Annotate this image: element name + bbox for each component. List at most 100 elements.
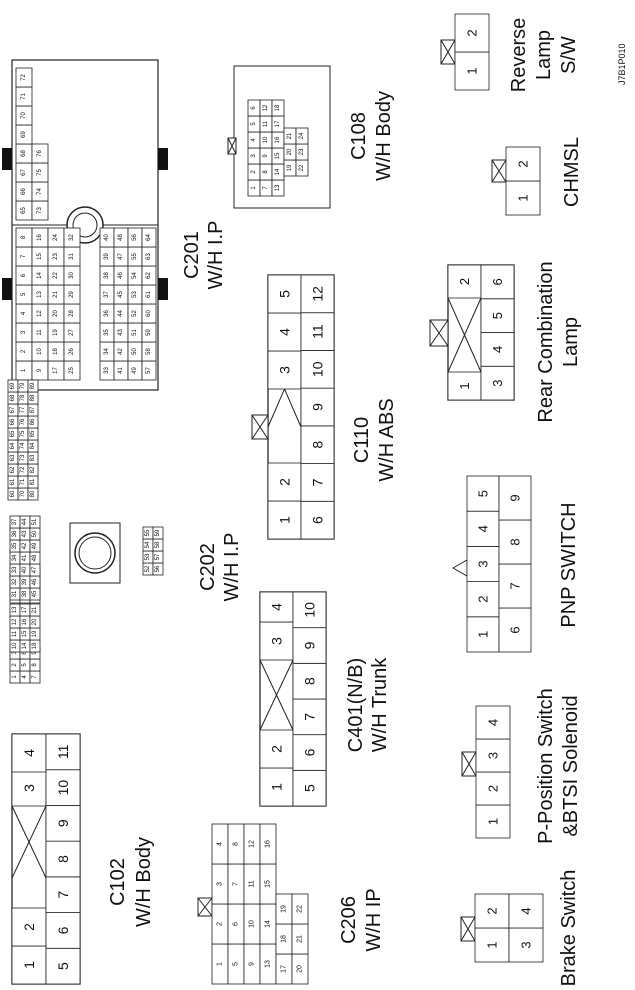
c202-pin: 12 <box>12 618 18 625</box>
pnp-pin: 3 <box>476 560 491 567</box>
c202-pin: 83 <box>30 454 36 461</box>
c202-pin: 9 <box>32 651 38 655</box>
c201-pin: 67 <box>21 169 27 176</box>
rcl-pin: 5 <box>490 312 505 319</box>
c202-pin: 55 <box>145 529 151 536</box>
c206-pin: 21 <box>297 935 304 943</box>
c110-pin: 9 <box>310 403 326 411</box>
c102-pin: 4 <box>21 749 37 757</box>
c201-pin: 8 <box>21 235 27 239</box>
pnp-pin: 7 <box>508 582 523 589</box>
c201-pin: 73 <box>37 207 43 214</box>
c102-pin: 3 <box>21 784 37 792</box>
c108-pin: 17 <box>275 120 281 127</box>
c206-pin: 1 <box>217 962 224 966</box>
c401-pin: 6 <box>302 748 318 756</box>
c108-pin: 24 <box>299 132 305 139</box>
reverse-lamp-pin: 2 <box>465 29 480 36</box>
chmsl-pin: 2 <box>516 160 531 167</box>
c102-pin: 2 <box>21 923 37 931</box>
c202-pin: 47 <box>32 566 38 573</box>
c206-pin: 9 <box>249 962 256 966</box>
c201-pin: 22 <box>53 272 59 279</box>
c202-pin: 57 <box>155 553 161 560</box>
reverse-lamp-line2: Lamp <box>533 30 555 80</box>
c206-pin: 5 <box>233 962 240 966</box>
c102-pin: 7 <box>55 891 71 899</box>
c202-pin: 35 <box>12 542 18 549</box>
c202-pin: 78 <box>20 394 26 401</box>
c202-pin: 40 <box>22 566 28 573</box>
c202-pin: 37 <box>12 518 18 525</box>
brake-pin: 3 <box>519 941 534 948</box>
c108-pin: 22 <box>299 164 305 171</box>
c201-pin: 55 <box>132 253 138 260</box>
c206-pin: 22 <box>297 905 304 913</box>
pnp-switch-label: PNP SWITCH <box>558 502 580 627</box>
rcl-pin: 2 <box>457 278 472 285</box>
c201-pin: 40 <box>104 234 110 241</box>
c108-pin: 1 <box>251 186 257 190</box>
c202-pin: 44 <box>22 518 28 525</box>
c201-pin: 51 <box>132 329 138 336</box>
c201-pin: 45 <box>118 291 124 298</box>
c108-pin: 23 <box>299 148 305 155</box>
c202-pin: 36 <box>12 530 18 537</box>
c202-pin: 7 <box>32 675 38 679</box>
c202-pin: 71 <box>20 478 26 485</box>
c401-pin: 10 <box>302 602 318 618</box>
c201-pin: 72 <box>21 74 27 81</box>
c201-pin: 46 <box>118 272 124 279</box>
c201-pin: 70 <box>21 112 27 119</box>
c201-pin: 29 <box>69 291 75 298</box>
c202-pin: 75 <box>20 430 26 437</box>
c202-pin: 34 <box>12 554 18 561</box>
c201-pin: 23 <box>53 253 59 260</box>
c110-pin: 4 <box>277 328 293 336</box>
c201-pin: 2 <box>21 349 27 353</box>
c202-pin: 21 <box>32 606 38 613</box>
c202-pin: 84 <box>30 442 36 449</box>
c201-pin: 44 <box>118 310 124 317</box>
c206-pin: 20 <box>297 965 304 973</box>
c202-pin: 64 <box>10 442 16 449</box>
c201-pin: 62 <box>146 272 152 279</box>
c202-pin: 50 <box>32 530 38 537</box>
c202-pin: 65 <box>10 430 16 437</box>
c102-code: C102 <box>107 858 129 906</box>
c108-pin: 13 <box>275 184 281 191</box>
c202-pin-grid: 1234567891011121314151617181920212223242… <box>7 379 164 684</box>
pnp-pin: 5 <box>476 490 491 497</box>
c110-pin: 2 <box>277 478 293 486</box>
c201-pin: 16 <box>37 234 43 241</box>
c202-code: C202 <box>197 543 219 591</box>
c202-pin: 43 <box>22 530 28 537</box>
c206-pin: 4 <box>217 842 224 846</box>
c201-pin: 34 <box>104 348 110 355</box>
c202-pin: 19 <box>32 630 38 637</box>
c202-pin: 81 <box>30 478 36 485</box>
c201-pin: 57 <box>146 367 152 374</box>
c201-connector: 1234567891011121314151617181920212223242… <box>2 59 168 391</box>
c206-pin: 11 <box>249 880 256 887</box>
c202-pin: 70 <box>20 490 26 497</box>
c202-desc: W/H I.P <box>221 533 243 602</box>
c202-pin: 49 <box>32 542 38 549</box>
rear-combination-line2: Lamp <box>560 317 582 367</box>
c201-pin: 30 <box>69 272 75 279</box>
c110-desc: W/H ABS <box>376 398 398 481</box>
c202-pin: 32 <box>12 578 18 585</box>
c201-pin: 21 <box>53 291 59 298</box>
c201-pin: 49 <box>132 367 138 374</box>
c108-pin: 16 <box>275 136 281 143</box>
c201-pin: 76 <box>37 150 43 157</box>
c202-pin: 17 <box>22 606 28 613</box>
c108-pin: 6 <box>251 106 257 110</box>
c201-pin: 6 <box>21 273 27 277</box>
